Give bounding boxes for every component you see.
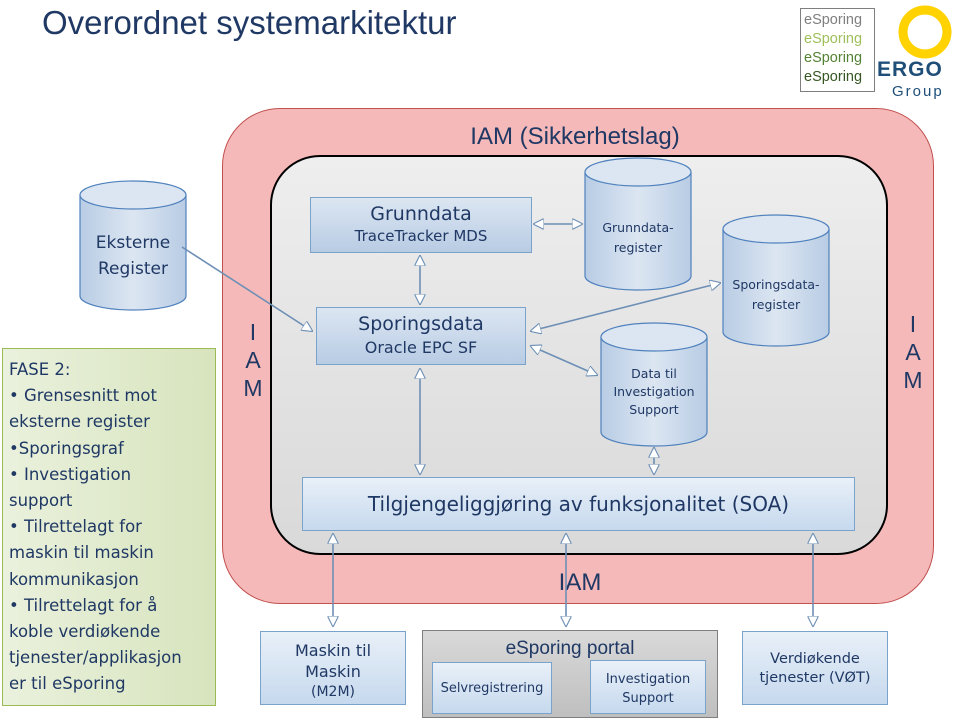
esporing-logo-line: eSporing	[804, 31, 863, 47]
ergo-logo-word: ERGO	[877, 58, 943, 81]
investigation-data-line: Investigation	[613, 384, 695, 399]
external-register-line: Register	[98, 259, 168, 279]
iam-left-label: I A M	[240, 318, 266, 402]
iam-letter: A	[245, 347, 261, 373]
esporing-logo: eSporing eSporing eSporing eSporing	[800, 8, 875, 92]
portal-investigation-line: Investigation	[605, 672, 691, 687]
phase2-line: kommunikasjon	[9, 569, 139, 589]
sporingsdata-title: Sporingsdata	[358, 313, 484, 335]
m2m-box[interactable]: Maskin til Maskin (M2M)	[260, 631, 406, 705]
phase2-line: • Tilrettelagt for	[9, 517, 142, 537]
external-register-line: Eksterne	[95, 233, 171, 253]
phase2-line: support	[9, 491, 73, 511]
portal-title: eSporing portal	[505, 638, 635, 659]
iam-letter: I	[909, 311, 917, 337]
phase2-box: FASE 2: • Grensesnitt mot eksterne regis…	[2, 348, 216, 706]
phase2-line: koble verdiøkende	[9, 622, 161, 642]
esporing-logo-line: eSporing	[804, 50, 863, 66]
value-services-line: Verdiøkende	[770, 651, 860, 667]
grunndata-subtitle: TraceTracker MDS	[354, 227, 488, 245]
portal-self-registration[interactable]: Selvregistrering	[432, 662, 552, 714]
soa-bar[interactable]: Tilgjengeliggjøring av funksjonalitet (S…	[302, 477, 855, 531]
esporing-logo-line: eSporing	[804, 12, 863, 28]
page-title: Overordnet systemarkitektur	[42, 4, 457, 41]
value-services-line: tjenester (VØT)	[759, 670, 871, 686]
arrow-sporingsdata-register	[531, 283, 720, 331]
sporingsdata-box[interactable]: Sporingsdata Oracle EPC SF	[316, 307, 526, 365]
external-register-cylinder	[79, 180, 187, 311]
iam-letter: A	[905, 339, 921, 365]
phase2-line: • Tilrettelagt for å	[9, 595, 158, 615]
sporingsdata-register-line: Sporingsdata-	[732, 277, 820, 292]
iam-layer-title: IAM (Sikkerhetslag)	[470, 123, 680, 150]
m2m-line: Maskin	[305, 662, 361, 681]
investigation-data-line: Support	[629, 402, 679, 417]
m2m-line: (M2M)	[311, 684, 355, 700]
grunndata-register-line: Grunndata-	[602, 220, 674, 235]
portal-investigation-line: Support	[622, 691, 674, 706]
phase2-line: •Sporingsgraf	[9, 438, 124, 458]
portal-investigation-support[interactable]: Investigation Support	[590, 660, 706, 714]
sporingsdata-register-cylinder	[722, 214, 830, 347]
value-services-box[interactable]: Verdiøkende tjenester (VØT)	[742, 631, 888, 705]
iam-letter: I	[249, 319, 257, 345]
phase2-line: • Investigation	[9, 464, 132, 484]
phase2-line: • Grensesnitt mot	[9, 386, 158, 406]
arrow-sporingsdata-investigation	[531, 346, 597, 375]
investigation-data-line: Data til	[631, 366, 677, 381]
grunndata-title: Grunndata	[370, 203, 472, 225]
phase2-line: er til eSporing	[9, 674, 126, 694]
phase2-line: tjenester/applikasjon	[9, 648, 182, 668]
sporingsdata-subtitle: Oracle EPC SF	[364, 338, 478, 357]
phase2-line: FASE 2:	[9, 360, 71, 379]
sporingsdata-register-line: register	[751, 297, 801, 312]
ergo-logo-icon	[898, 5, 952, 59]
grunndata-box[interactable]: Grunndata TraceTracker MDS	[310, 197, 532, 253]
investigation-data-label: Data til Investigation Support	[601, 365, 707, 419]
grunndata-register-label: Grunndata- register	[585, 218, 691, 258]
arrow-external-to-sporingsdata	[181, 246, 312, 331]
m2m-line: Maskin til	[294, 641, 372, 660]
phase2-line: eksterne register	[9, 412, 150, 432]
phase2-line: maskin til maskin	[9, 543, 154, 563]
iam-letter: M	[243, 375, 263, 401]
iam-right-label: I A M	[898, 310, 928, 394]
sporingsdata-register-label: Sporingsdata- register	[723, 275, 829, 315]
iam-letter: M	[903, 367, 923, 393]
external-register-label: Eksterne Register	[80, 230, 186, 282]
esporing-logo-line: eSporing	[804, 69, 863, 85]
ergo-logo-group: Group	[892, 83, 944, 100]
grunndata-register-line: register	[613, 240, 663, 255]
